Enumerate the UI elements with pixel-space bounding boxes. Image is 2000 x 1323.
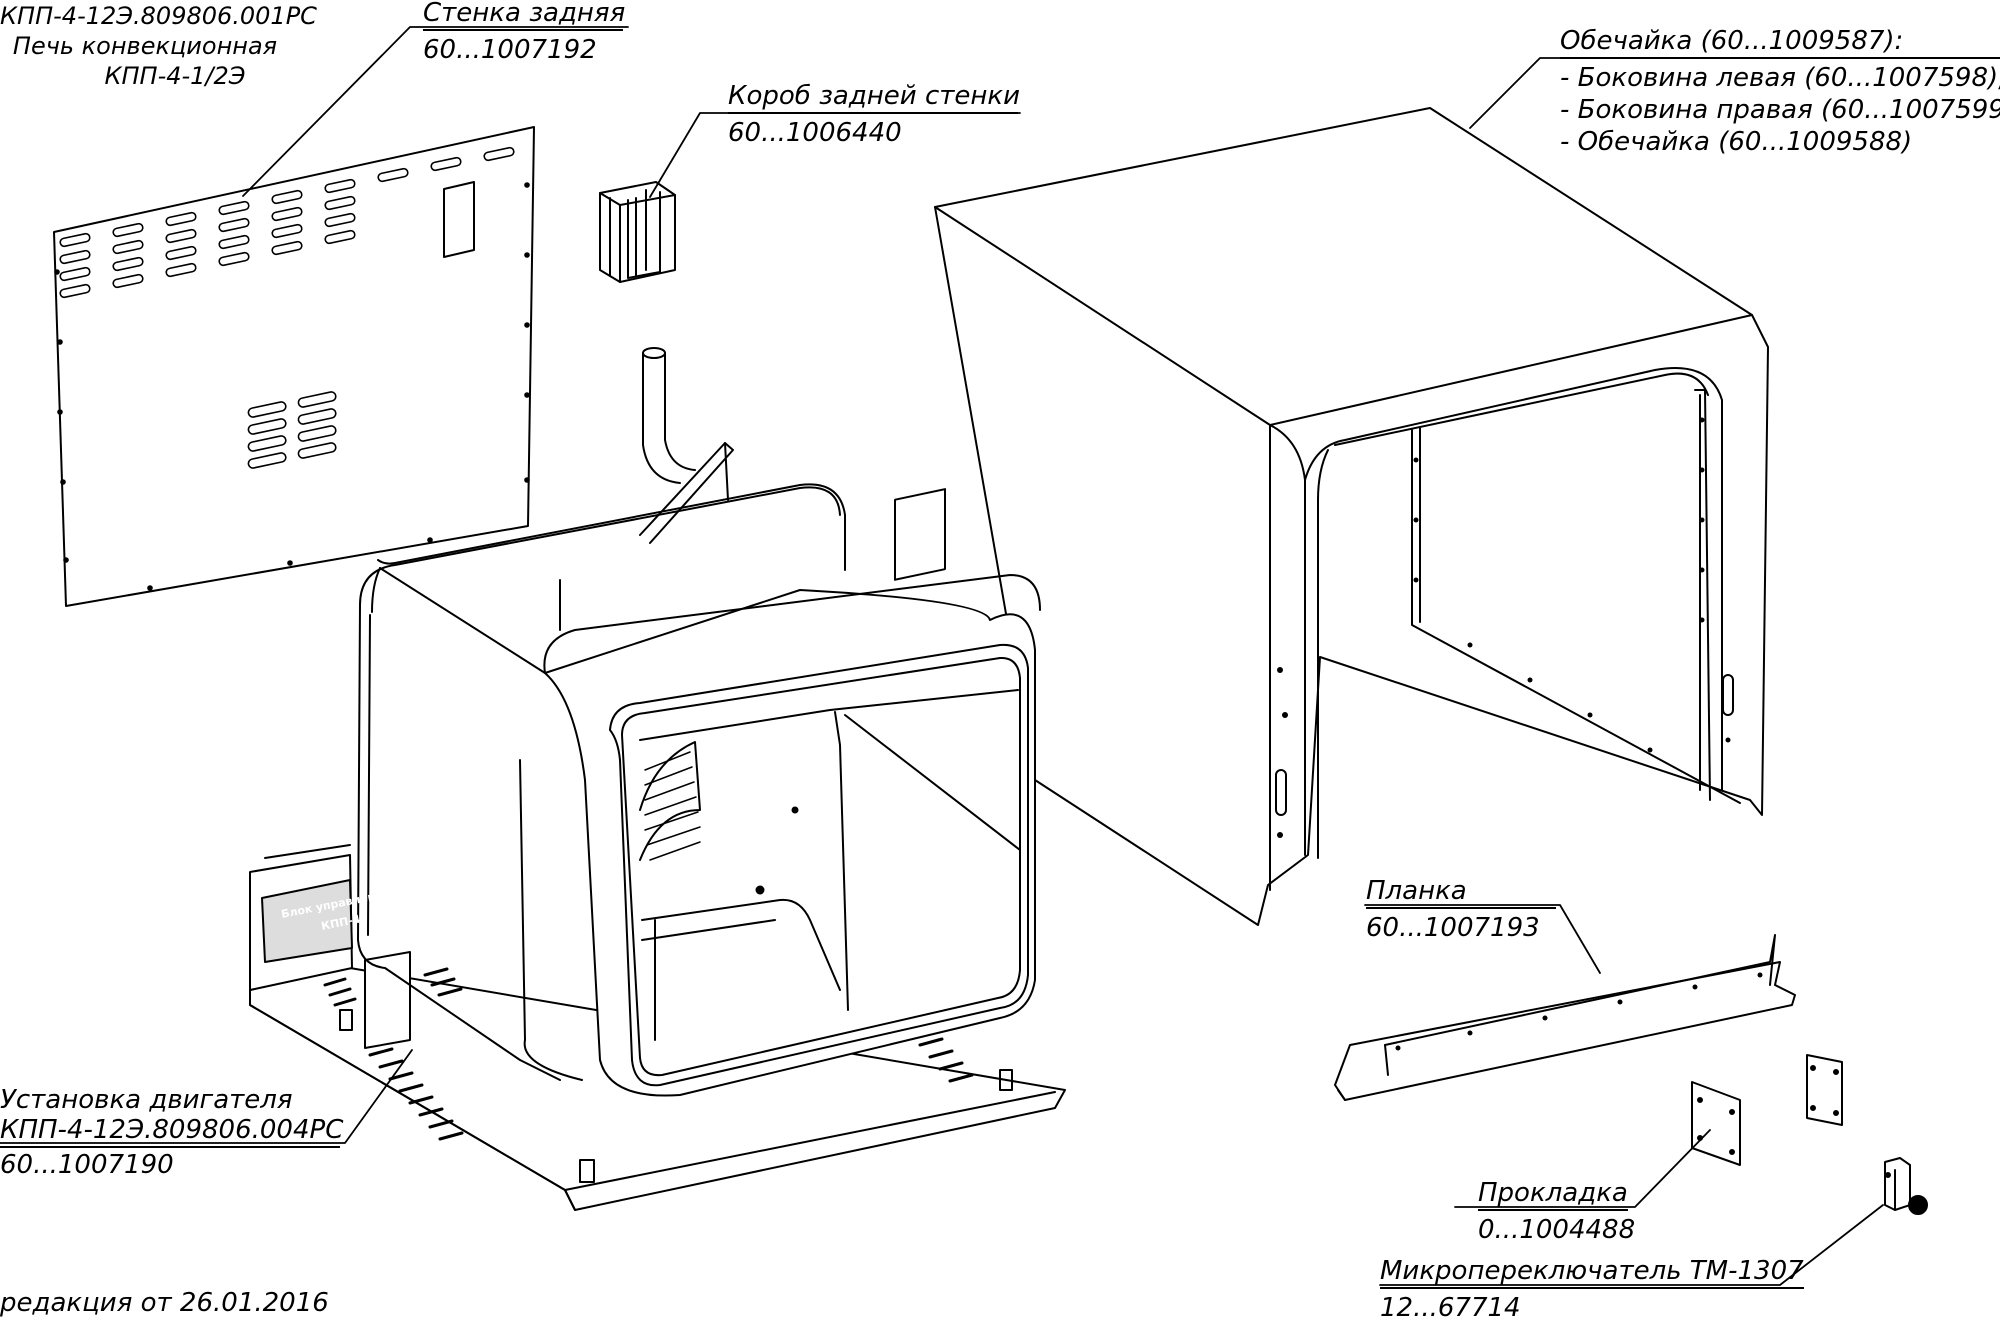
base-studs: [339, 1009, 1013, 1183]
rear-wall-holes: [54, 182, 530, 591]
title-model: КПП-4-1/2Э: [104, 62, 246, 90]
callout-strip-code: 60...1007193: [1366, 913, 1540, 943]
callout-rear-box: Короб задней стенки 60...1006440: [728, 83, 1020, 148]
callout-microswitch-code: 12...67714: [1380, 1293, 1521, 1323]
callout-shell-item-1: - Боковина левая (60...1007598);: [1560, 63, 2000, 93]
callout-rear-wall-name: Стенка задняя: [423, 0, 625, 31]
gasket-left: [1691, 1081, 1741, 1166]
callout-motor-code2: 60...1007190: [0, 1150, 174, 1180]
convection-fan-blades: [644, 751, 701, 861]
callout-gasket-name: Прокладка: [1478, 1180, 1628, 1211]
outer-shell: [934, 107, 1769, 926]
callout-rear-wall: Стенка задняя 60...1007192: [423, 0, 625, 65]
rear-wall-panel: [53, 126, 535, 607]
callout-strip-name: Планка: [1366, 878, 1556, 909]
rear-wall-vent-slots: [59, 146, 515, 469]
callout-shell-name: Обечайка (60...1009587):: [1560, 28, 2000, 59]
title-code: КПП-4-12Э.809806.001РС: [0, 2, 317, 30]
leader-rear-wall: [242, 26, 629, 197]
rear-wall-box: [599, 181, 676, 283]
oven-chamber: [357, 483, 1041, 1097]
title-name: Печь конвекционная: [12, 32, 278, 60]
callout-gasket-code: 0...1004488: [1478, 1215, 1636, 1245]
revision-note: редакция от 26.01.2016: [0, 1288, 329, 1318]
leader-strip: [1364, 904, 1601, 974]
exhaust-pipe: [639, 347, 734, 544]
leader-microswitch: [1379, 1204, 1884, 1286]
callout-shell: Обечайка (60...1009587): - Боковина лева…: [1560, 28, 2000, 155]
mounting-strip: [1334, 934, 1796, 1101]
gasket-right: [1806, 1054, 1843, 1126]
callout-gasket: Прокладка 0...1004488: [1478, 1180, 1635, 1243]
callout-strip: Планка 60...1007193: [1366, 878, 1556, 941]
leader-motor: [0, 1049, 413, 1144]
callout-motor: Установка двигателя КПП-4-12Э.809806.004…: [0, 1085, 343, 1180]
base-vent-slots: [323, 967, 974, 1141]
callout-motor-name: Установка двигателя: [0, 1085, 293, 1115]
callout-rear-wall-code: 60...1007192: [423, 35, 597, 65]
callout-shell-item-2: - Боковина правая (60...1007599);: [1560, 95, 2000, 125]
callout-microswitch: Микропереключатель ТМ-1307 12...67714: [1380, 1258, 1804, 1321]
callout-rear-box-code: 60...1006440: [728, 118, 902, 148]
callout-shell-item-3: - Обечайка (60...1009588): [1560, 127, 1913, 157]
callout-microswitch-name: Микропереключатель ТМ-1307: [1380, 1258, 1804, 1289]
callout-rear-box-name: Короб задней стенки: [728, 83, 1020, 114]
chamber-window: [894, 488, 946, 581]
leader-gasket: [1454, 1129, 1711, 1208]
microswitch: [1884, 1157, 1928, 1215]
callout-motor-code: КПП-4-12Э.809806.004РС: [0, 1117, 343, 1148]
title-block: КПП-4-12Э.809806.001РС Печь конвекционна…: [0, 2, 317, 90]
